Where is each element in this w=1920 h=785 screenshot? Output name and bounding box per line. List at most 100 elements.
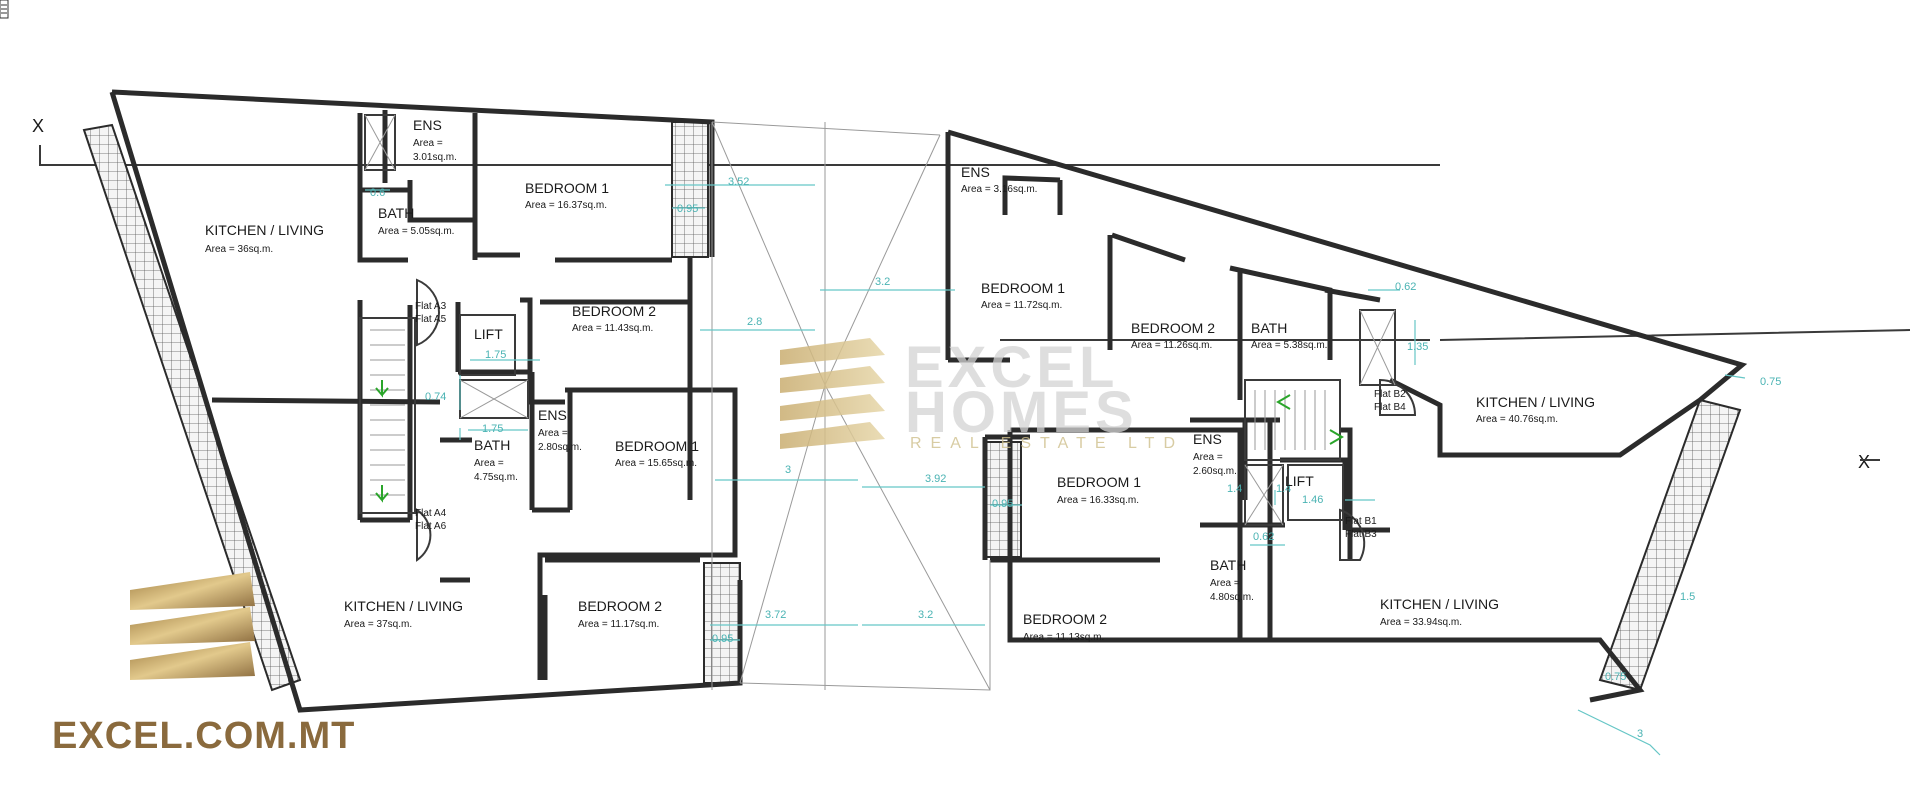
room-labels: ENS Area = 3.01sq.m. BEDROOM 1 Area = 16… <box>205 117 1595 643</box>
dim-6: 0.74 <box>425 391 446 403</box>
room-area: 4.75sq.m. <box>474 472 518 483</box>
flat-label: Flat B4 <box>1374 402 1406 413</box>
room-name: KITCHEN / LIVING <box>205 222 324 238</box>
lifts <box>364 114 1396 526</box>
room-area: Area = 11.13sq.m. <box>1023 632 1104 643</box>
room-area: Area = 36sq.m. <box>205 244 273 255</box>
excel-logo: EXCEL.COM.MT <box>52 572 355 757</box>
room-name: ENS <box>1193 431 1222 447</box>
flat-label: Flat B3 <box>1345 529 1377 540</box>
room-name: BATH <box>474 437 510 453</box>
flat-label: Flat B1 <box>1345 516 1377 527</box>
room-area: Area = 16.33sq.m. <box>1057 495 1139 506</box>
watermark-line1: EXCEL <box>905 335 1118 400</box>
dim-1: 3.52 <box>728 176 749 188</box>
dim-22: 0.75 <box>1605 671 1626 683</box>
dim-2: 0.95 <box>677 203 698 215</box>
room-area: Area = 37sq.m. <box>344 619 412 630</box>
block-b-walls <box>945 129 1748 703</box>
dim-23: 1.5 <box>1680 591 1695 603</box>
shaft-middle <box>984 441 1022 558</box>
flat-label: Flat B2 <box>1374 389 1406 400</box>
dim-18: 1.4 <box>1227 483 1242 495</box>
room-name: ENS <box>538 407 567 423</box>
room-area: Area = <box>1193 452 1223 463</box>
axis-label-left: X <box>32 116 44 136</box>
dim-10: 3.72 <box>765 609 786 621</box>
dim-16: 0.62 <box>1253 531 1274 543</box>
room-area: Area = 15.65sq.m. <box>615 458 697 469</box>
room-area: Area = 3.16sq.m. <box>961 184 1037 195</box>
dim-21: 3 <box>1637 728 1643 740</box>
dim-11: 3.2 <box>918 609 933 621</box>
dim-14: 0.62 <box>1395 281 1416 293</box>
logo-bar <box>130 572 255 610</box>
room-name: BEDROOM 2 <box>1023 611 1107 627</box>
room-area: Area = 11.43sq.m. <box>572 323 653 334</box>
site-url: EXCEL.COM.MT <box>52 715 355 757</box>
logo-bar <box>130 642 255 680</box>
room-name: ENS <box>961 164 990 180</box>
room-area: Area = 40.76sq.m. <box>1476 414 1558 425</box>
room-name: BEDROOM 2 <box>578 598 662 614</box>
dim-9: 3.92 <box>925 473 946 485</box>
dim-13: 0.95 <box>992 498 1013 510</box>
dim-3: 3.2 <box>875 276 890 288</box>
room-area: Area = <box>413 138 443 149</box>
room-name: LIFT <box>1285 473 1314 489</box>
watermark-sub: REAL ESTATE LTD <box>910 435 1184 452</box>
room-name: KITCHEN / LIVING <box>344 598 463 614</box>
room-area: 3.01sq.m. <box>413 152 457 163</box>
room-name: KITCHEN / LIVING <box>1380 596 1499 612</box>
dim-0: 0.6 <box>370 187 385 199</box>
balconies <box>82 121 1742 692</box>
dim-15: 1.35 <box>1407 341 1428 353</box>
room-name: ENS <box>413 117 442 133</box>
dim-17: 1.46 <box>1302 494 1323 506</box>
door-swings <box>416 278 1417 562</box>
watermark: EXCEL HOMES REAL ESTATE LTD <box>780 335 1184 452</box>
room-name: BEDROOM 2 <box>1131 320 1215 336</box>
section-line: X X <box>32 116 1911 472</box>
flat-label: Flat A3 <box>415 301 447 312</box>
room-name: BATH <box>1210 557 1246 573</box>
dim-8: 3 <box>785 464 791 476</box>
room-name: LIFT <box>474 326 503 342</box>
room-area: Area = 11.72sq.m. <box>981 300 1062 311</box>
axis-label-right: X <box>1858 452 1870 472</box>
dim-19: 1.4 <box>1276 483 1291 495</box>
shaft-top <box>671 121 709 258</box>
room-name: BEDROOM 1 <box>525 180 609 196</box>
room-area: Area = 11.17sq.m. <box>578 619 659 630</box>
room-area: Area = <box>538 428 568 439</box>
room-area: Area = 11.26sq.m. <box>1131 340 1212 351</box>
corner-icon <box>0 0 9 19</box>
room-area: 2.80sq.m. <box>538 442 582 453</box>
room-name: BEDROOM 1 <box>981 280 1065 296</box>
room-area: Area = 16.37sq.m. <box>525 200 607 211</box>
room-name: BATH <box>1251 320 1287 336</box>
room-name: BATH <box>378 205 414 221</box>
balcony-right <box>1598 398 1742 692</box>
room-name: BEDROOM 1 <box>615 438 699 454</box>
shaft-bottom <box>703 562 741 684</box>
stairs <box>359 317 1344 514</box>
room-area: 2.60sq.m. <box>1193 466 1237 477</box>
flat-labels: Flat A3 Flat A5 Flat A4 Flat A6 Flat B2 … <box>415 301 1406 540</box>
flat-label: Flat A6 <box>415 521 447 532</box>
room-name: KITCHEN / LIVING <box>1476 394 1595 410</box>
dim-20: 0.75 <box>1760 376 1781 388</box>
room-name: BEDROOM 1 <box>1057 474 1141 490</box>
watermark-line2: HOMES <box>905 380 1138 445</box>
room-area: 4.80sq.m. <box>1210 592 1254 603</box>
room-area: Area = 33.94sq.m. <box>1380 617 1462 628</box>
logo-bar <box>130 607 255 645</box>
flat-label: Flat A5 <box>415 314 447 325</box>
flat-label: Flat A4 <box>415 508 447 519</box>
dimension-lines: 0.6 3.52 0.95 3.2 2.8 1.75 0.74 1.75 3 3… <box>365 176 1781 756</box>
dim-7: 1.75 <box>482 423 503 435</box>
watermark-emblem <box>780 338 885 449</box>
room-area: Area = <box>474 458 504 469</box>
balcony-left <box>82 123 302 692</box>
